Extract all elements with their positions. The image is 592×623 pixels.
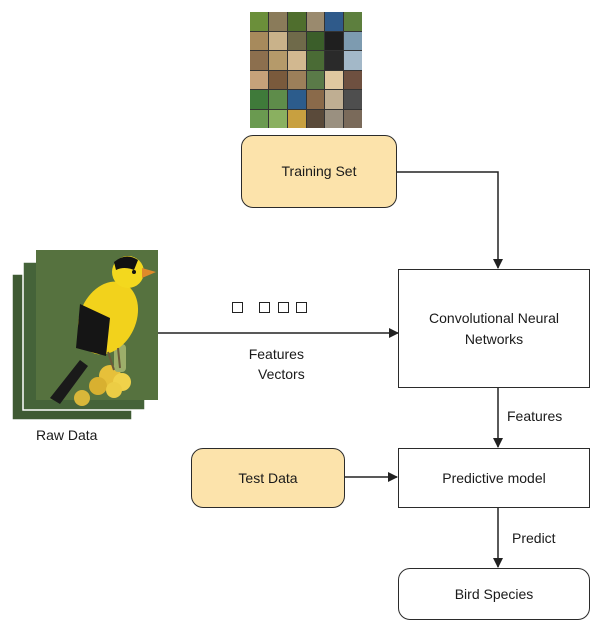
test-data-node: Test Data bbox=[191, 448, 345, 508]
cnn-label-line2: Networks bbox=[464, 330, 524, 347]
predictive-model-node: Predictive model bbox=[398, 448, 590, 508]
training-image-grid bbox=[250, 12, 362, 128]
predictive-model-label: Predictive model bbox=[442, 469, 546, 486]
feature-square bbox=[232, 302, 243, 313]
raw-data-caption: Raw Data bbox=[36, 427, 98, 443]
feature-vector-squares bbox=[232, 300, 310, 314]
test-data-label: Test Data bbox=[238, 469, 298, 486]
feature-square bbox=[259, 302, 271, 313]
cnn-label-line1: Convolutional Neural bbox=[429, 310, 559, 327]
features-label: Features bbox=[507, 408, 563, 424]
training-set-node: Training Set bbox=[241, 135, 397, 208]
feature-square bbox=[296, 302, 308, 313]
training-set-label: Training Set bbox=[281, 163, 357, 180]
feature-square bbox=[277, 302, 289, 313]
goldfinch-bird bbox=[50, 256, 156, 404]
cnn-node: Convolutional Neural Networks bbox=[398, 269, 590, 388]
features-vectors-line1: Features bbox=[248, 346, 304, 362]
arrow-training-to-cnn bbox=[397, 171, 503, 269]
raw-data-image-stack bbox=[11, 250, 158, 421]
bird-species-label: Bird Species bbox=[454, 585, 534, 602]
predict-label: Predict bbox=[512, 530, 556, 546]
bird-species-node: Bird Species bbox=[398, 568, 590, 620]
features-vectors-line2: Vectors bbox=[258, 366, 305, 383]
features-vectors-label: Features Vectors bbox=[248, 344, 305, 385]
